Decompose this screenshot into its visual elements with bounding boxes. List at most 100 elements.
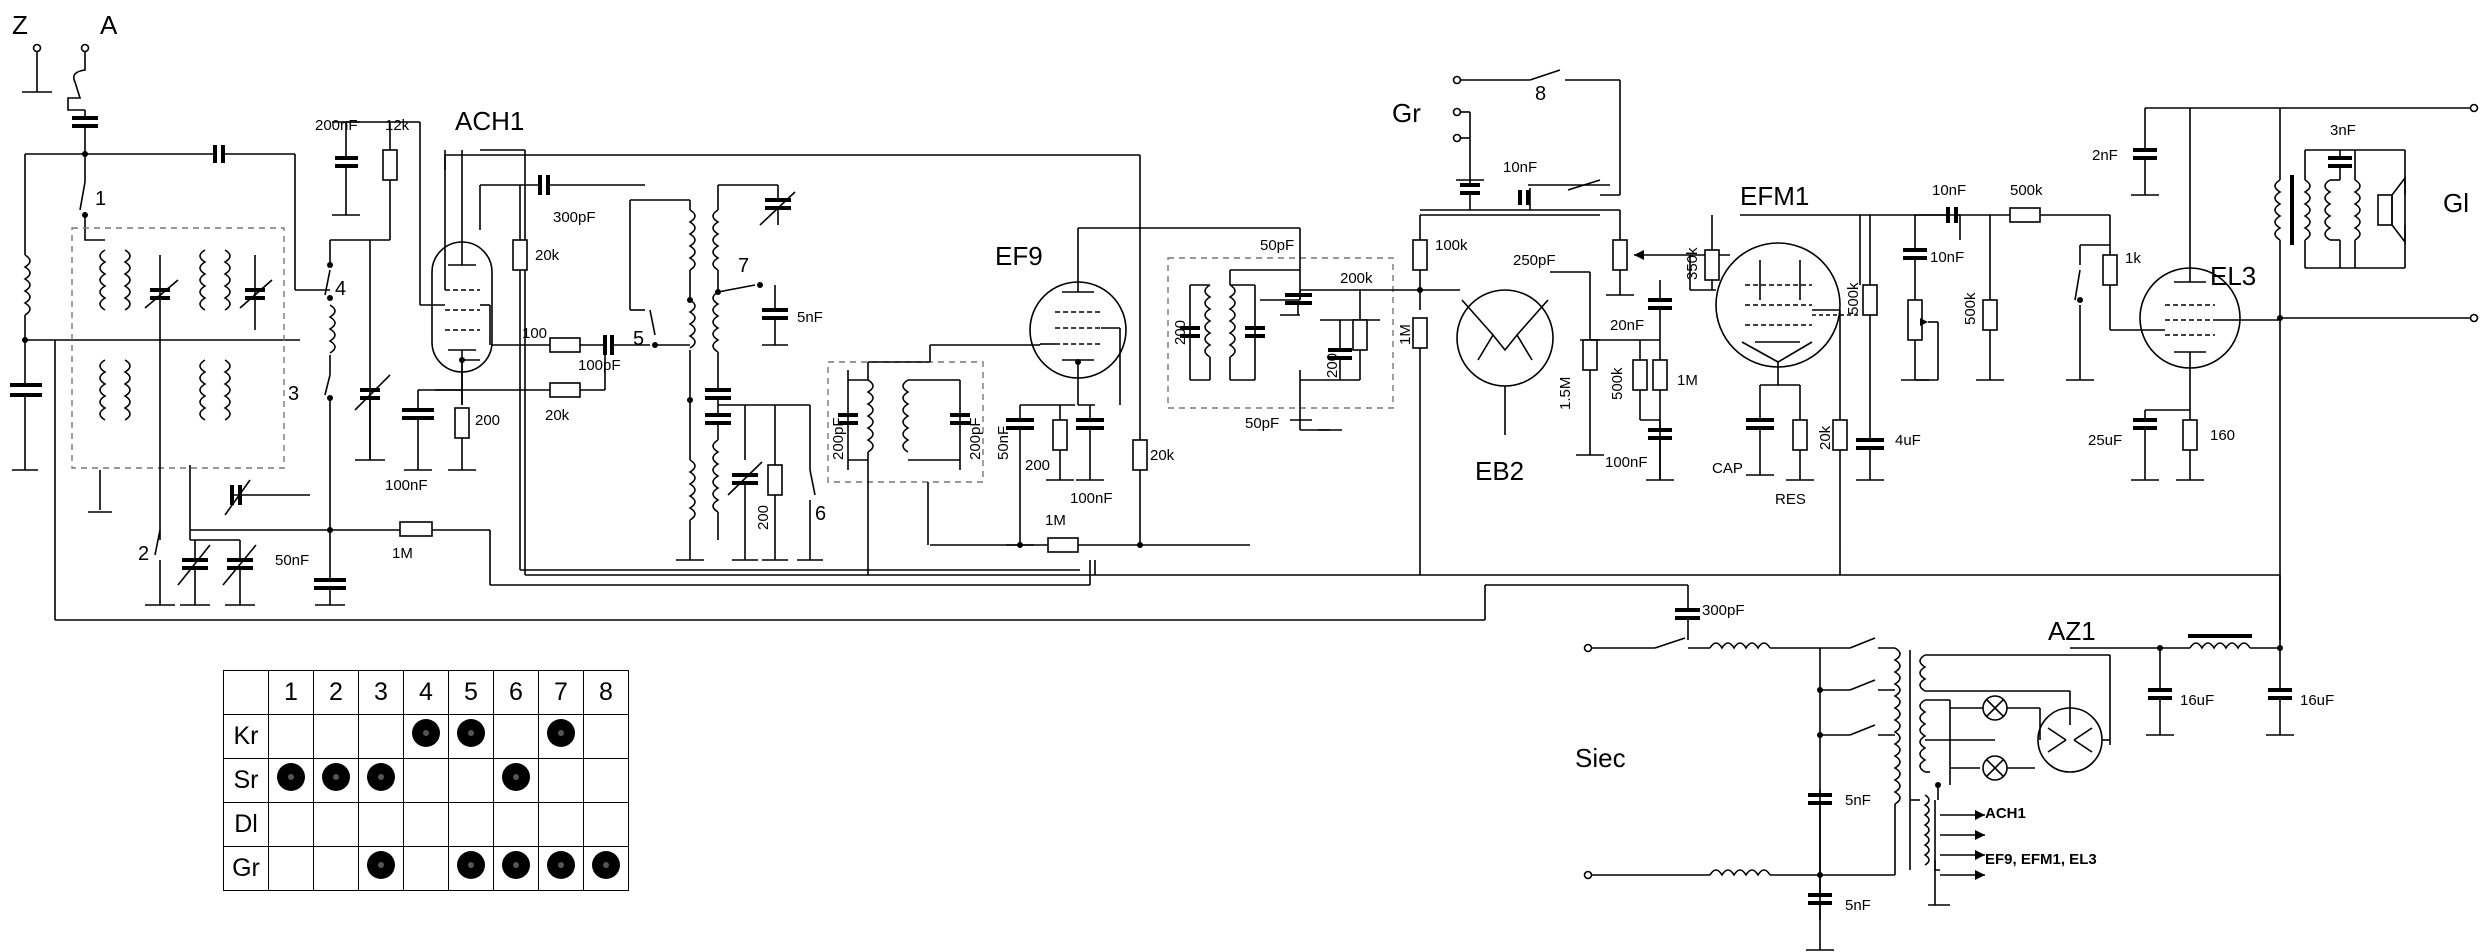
switch-on-dot — [367, 763, 395, 791]
label-siec: Siec — [1575, 743, 1626, 773]
label-el3: EL3 — [2210, 261, 2256, 291]
label-eb2: EB2 — [1475, 456, 1524, 486]
component-label: ACH1 — [1985, 805, 2026, 822]
label-ach1: ACH1 — [455, 106, 524, 136]
component-label: 20k — [1817, 425, 1834, 450]
component-label: 500k — [1609, 367, 1626, 400]
component-label: 500k — [1845, 282, 1862, 315]
component-label: 100nF — [385, 477, 428, 494]
component-label: 10nF — [1932, 182, 1966, 199]
component-label: 50nF — [275, 552, 309, 569]
switch-on-dot — [322, 763, 350, 791]
input-coil-box — [71, 227, 310, 540]
band-switches-left — [145, 239, 1091, 606]
table-cell — [313, 802, 359, 847]
switch-on-dot — [592, 851, 620, 879]
table-cell — [313, 758, 359, 803]
table-cell — [583, 846, 629, 891]
table-column-header: 6 — [493, 670, 539, 715]
ach1-tube — [332, 121, 1148, 576]
label-gr: Gr — [1392, 98, 1421, 128]
table-cell — [358, 846, 404, 891]
table-row: Kr — [223, 714, 629, 759]
switch-number: 1 — [95, 188, 106, 210]
table-cell — [448, 846, 494, 891]
table-cell — [448, 758, 494, 803]
component-label: 20k — [535, 247, 560, 264]
table-cell — [313, 714, 359, 759]
table-cell — [358, 758, 404, 803]
table-cell — [268, 802, 314, 847]
component-label: 200 — [1025, 457, 1050, 474]
component-label: 160 — [2210, 427, 2235, 444]
table-row: Dl — [223, 802, 629, 847]
component-label: 100 — [522, 325, 547, 342]
table-column-header: 4 — [403, 670, 449, 715]
oscillator-coils — [629, 184, 823, 561]
component-label: 4uF — [1895, 432, 1921, 449]
component-label: 500k — [2010, 182, 2043, 199]
table-cell — [403, 758, 449, 803]
component-label: 200 — [755, 505, 772, 530]
component-label: 12k — [385, 117, 410, 134]
component-label: CAP — [1712, 460, 1743, 477]
label-z: Z — [12, 10, 28, 40]
label-ef9: EF9 — [995, 241, 1043, 271]
component-label: 200nF — [315, 117, 358, 134]
table-column-header: 5 — [448, 670, 494, 715]
component-label: 20nF — [1610, 317, 1644, 334]
table-row: Sr — [223, 758, 629, 803]
table-cell — [583, 802, 629, 847]
table-column-header: 8 — [583, 670, 629, 715]
table-row-label: Dl — [223, 802, 269, 847]
component-label: 200 — [1172, 320, 1189, 345]
table-cell — [493, 846, 539, 891]
table-cell — [583, 758, 629, 803]
component-label: 300pF — [553, 209, 596, 226]
table-cell — [493, 758, 539, 803]
switch-number: 8 — [1535, 83, 1546, 105]
component-label: 50nF — [995, 426, 1012, 460]
component-label: 50pF — [1260, 237, 1294, 254]
table-cell — [538, 802, 584, 847]
table-row-label: Gr — [223, 846, 269, 891]
component-label: 350k — [1684, 247, 1701, 280]
table-cell — [358, 802, 404, 847]
if-transformer-1 — [827, 345, 984, 575]
label-az1: AZ1 — [2048, 616, 2096, 646]
ef9-tube — [927, 227, 1300, 553]
table-cell — [403, 802, 449, 847]
table-column-header: 1 — [268, 670, 314, 715]
component-label: 16uF — [2180, 692, 2214, 709]
component-label: 10nF — [1503, 159, 1537, 176]
component-label: 20k — [545, 407, 570, 424]
table-row: Gr — [223, 846, 629, 891]
component-label: 16uF — [2300, 692, 2334, 709]
component-label: 50pF — [1245, 415, 1279, 432]
switch-on-dot — [547, 719, 575, 747]
table-cell — [268, 846, 314, 891]
component-label: 5nF — [1845, 792, 1871, 809]
component-label: 200pF — [830, 417, 847, 460]
component-label: 1.5M — [1557, 377, 1574, 410]
tone-section — [1901, 207, 2165, 381]
table-column-header: 2 — [313, 670, 359, 715]
component-label: 1M — [1677, 372, 1698, 389]
component-label: 2nF — [2092, 147, 2118, 164]
antenna-section — [10, 43, 300, 471]
switch-on-dot — [547, 851, 575, 879]
switch-number: 4 — [335, 278, 346, 300]
component-label: 100k — [1435, 237, 1468, 254]
switch-on-dot — [457, 851, 485, 879]
switch-number: 3 — [288, 383, 299, 405]
table-corner-cell — [223, 670, 269, 715]
table-cell — [538, 714, 584, 759]
component-label: 250pF — [1513, 252, 1556, 269]
component-label: 20k — [1150, 447, 1175, 464]
component-label: 1M — [1045, 512, 1066, 529]
table-column-header: 3 — [358, 670, 404, 715]
component-label: 100nF — [1605, 454, 1648, 471]
